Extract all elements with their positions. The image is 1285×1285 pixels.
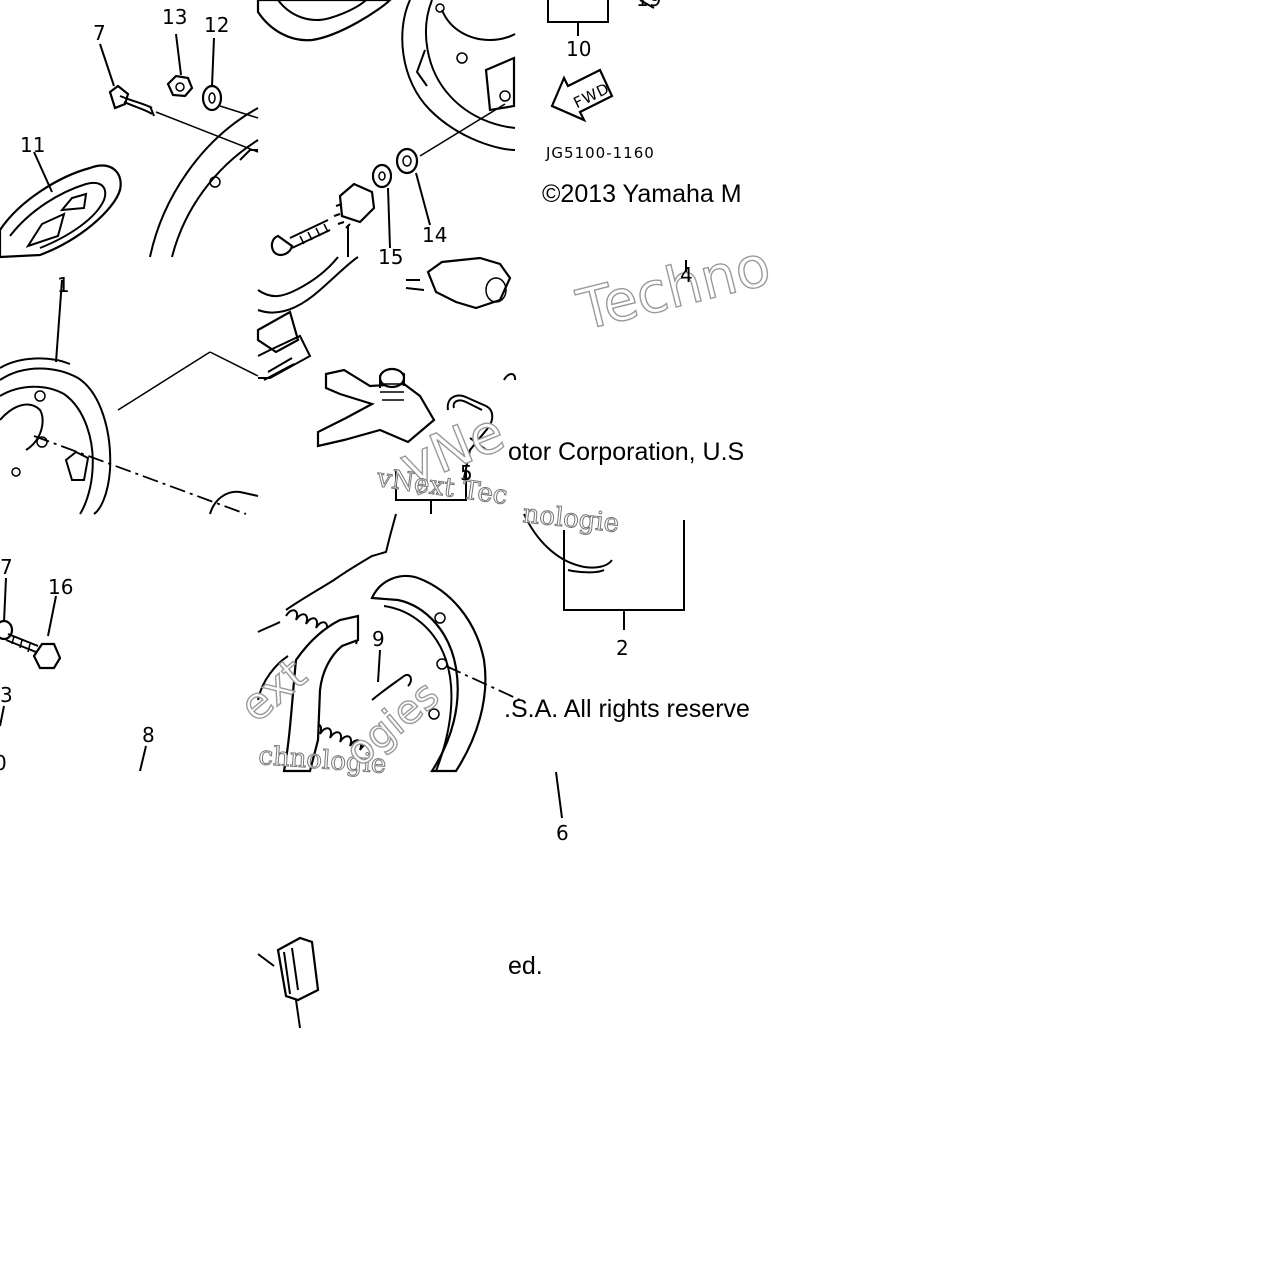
pin-part bbox=[108, 84, 155, 117]
copyright-line: ed. bbox=[508, 952, 543, 980]
callout-1: 1 bbox=[57, 273, 70, 297]
washer-part bbox=[201, 84, 223, 112]
tile-bottom-right bbox=[523, 513, 685, 630]
nut-part bbox=[166, 74, 194, 98]
fwd-arrow-icon bbox=[550, 68, 614, 123]
tile-bottom-middle bbox=[257, 513, 521, 773]
tile-top-left bbox=[0, 33, 259, 259]
callout-14: 14 bbox=[422, 223, 447, 247]
tile-mid-middle bbox=[256, 256, 517, 514]
callout-6: 6 bbox=[556, 821, 569, 845]
callout-15: 15 bbox=[378, 245, 403, 269]
copyright: ©2013 Yamaha M otor Corporation, U.S .S.… bbox=[504, 180, 750, 980]
seal-part bbox=[0, 164, 122, 259]
lever-part bbox=[316, 367, 436, 448]
callout-16: 16 bbox=[48, 575, 73, 599]
callout-2: 2 bbox=[616, 636, 629, 660]
washer-part bbox=[371, 163, 393, 189]
callout-13: 13 bbox=[162, 5, 187, 29]
copyright-line: otor Corporation, U.S bbox=[508, 438, 744, 466]
callout-11: 11 bbox=[20, 133, 45, 157]
tile-top-middle bbox=[256, 0, 516, 257]
part-code: JG5100-1160 bbox=[545, 144, 655, 162]
tile-mid-left bbox=[0, 279, 259, 515]
washer-part bbox=[395, 147, 419, 175]
callout-10: 10 bbox=[566, 37, 591, 61]
copyright-line: .S.A. All rights reserve bbox=[504, 695, 750, 723]
lower-parts bbox=[257, 771, 563, 1029]
watermark-text: ogies bbox=[337, 672, 448, 776]
callout-19: 19 bbox=[636, 0, 661, 11]
callout-4: 4 bbox=[680, 263, 693, 287]
callout-0: 0 bbox=[0, 751, 7, 775]
tile-top-right bbox=[547, 0, 655, 123]
callout-9: 9 bbox=[372, 627, 385, 651]
watermark-text: Techno bbox=[571, 233, 777, 344]
copyright-line: ©2013 Yamaha M bbox=[542, 180, 742, 208]
spring-part bbox=[257, 513, 397, 645]
callout-8: 8 bbox=[142, 723, 155, 747]
tile-bottom-left bbox=[0, 577, 147, 772]
callout-7: 7 bbox=[93, 21, 106, 45]
brake-shoe-part bbox=[370, 574, 487, 773]
brake-shoe-part bbox=[257, 614, 360, 773]
callout-7: 7 bbox=[0, 555, 13, 579]
clip-part bbox=[276, 936, 320, 1002]
callout-3: 3 bbox=[0, 683, 13, 707]
callout-5: 5 bbox=[460, 461, 473, 485]
callout-12: 12 bbox=[204, 13, 229, 37]
callouts: 7 13 12 11 10 19 15 14 4 1 7 16 3 0 8 9 … bbox=[0, 0, 693, 845]
